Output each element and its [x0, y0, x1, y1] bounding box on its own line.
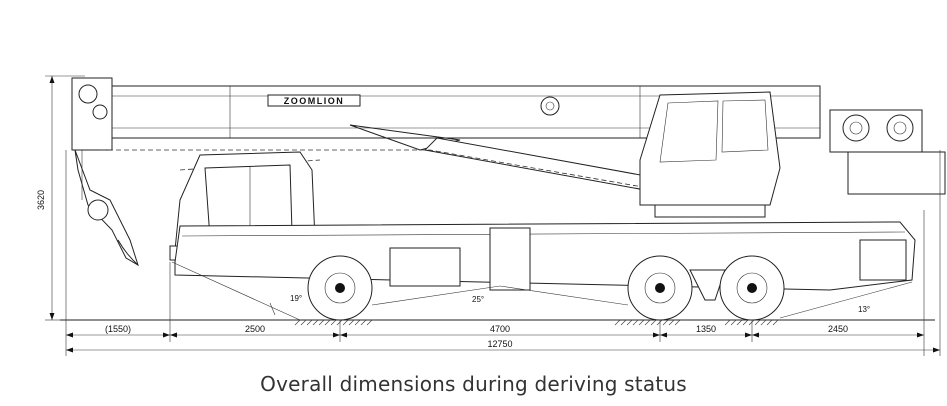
ground-hatch	[294, 319, 779, 326]
departure-angle: 13°	[779, 281, 913, 319]
departure-angle-label: 13°	[858, 305, 870, 314]
approach-angle: 19°	[171, 261, 302, 321]
approach-angle-label: 19°	[290, 294, 302, 303]
figure-caption: Overall dimensions during deriving statu…	[260, 372, 687, 396]
height-label: 3620	[36, 190, 46, 210]
ramp-angle-label: 25°	[472, 295, 484, 304]
total-length-row: 12750	[66, 339, 940, 353]
crane-dimension-drawing: 3620 ZOOMLION	[36, 75, 946, 356]
ramp-angle: 25°	[371, 285, 629, 306]
operator-cab	[639, 91, 781, 218]
chassis-frame	[174, 221, 916, 291]
total-length-label: 12750	[487, 339, 512, 349]
wheel-3	[719, 255, 785, 321]
rope-line	[100, 149, 661, 191]
axle-spacing-2-label: 1350	[696, 324, 716, 334]
boom-head-hook	[71, 77, 139, 267]
axle-spacing-1-label: 4700	[490, 324, 510, 334]
front-overhang-label: (1550)	[105, 324, 131, 334]
dimension-row: (1550) 2500 4700 1350 2450	[66, 324, 924, 338]
wheel-2	[627, 255, 693, 321]
outrigger	[689, 269, 726, 301]
boom-brand-label: ZOOMLION	[284, 96, 345, 106]
wheel-1	[307, 255, 373, 321]
extension-lines	[65, 150, 941, 356]
height-dimension: 3620	[36, 75, 85, 321]
cab-to-axle-label: 2500	[245, 324, 265, 334]
winch-assembly	[829, 109, 946, 195]
rear-overhang-label: 2450	[828, 324, 848, 334]
